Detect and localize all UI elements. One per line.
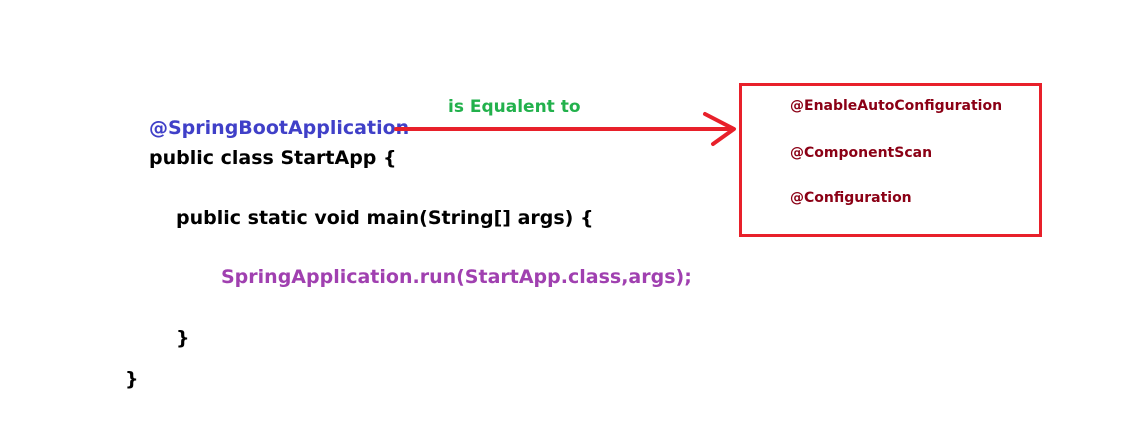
- component-scan-annotation: @ComponentScan: [790, 145, 933, 161]
- spring-application-run-call: SpringApplication.run(StartApp.class,arg…: [221, 266, 692, 288]
- equivalent-annotations-box: @EnableAutoConfiguration @ComponentScan …: [739, 83, 1042, 237]
- configuration-annotation: @Configuration: [790, 190, 912, 206]
- arrow-head: [703, 112, 736, 146]
- spring-boot-application-annotation: @SpringBootApplication: [149, 117, 410, 139]
- class-declaration: public class StartApp {: [149, 147, 397, 169]
- main-method-declaration: public static void main(String[] args) {: [176, 207, 594, 229]
- method-closing-brace: }: [176, 327, 190, 349]
- equivalence-label: is Equalent to: [448, 97, 581, 117]
- class-closing-brace: }: [125, 368, 139, 390]
- enable-auto-configuration-annotation: @EnableAutoConfiguration: [790, 98, 1003, 114]
